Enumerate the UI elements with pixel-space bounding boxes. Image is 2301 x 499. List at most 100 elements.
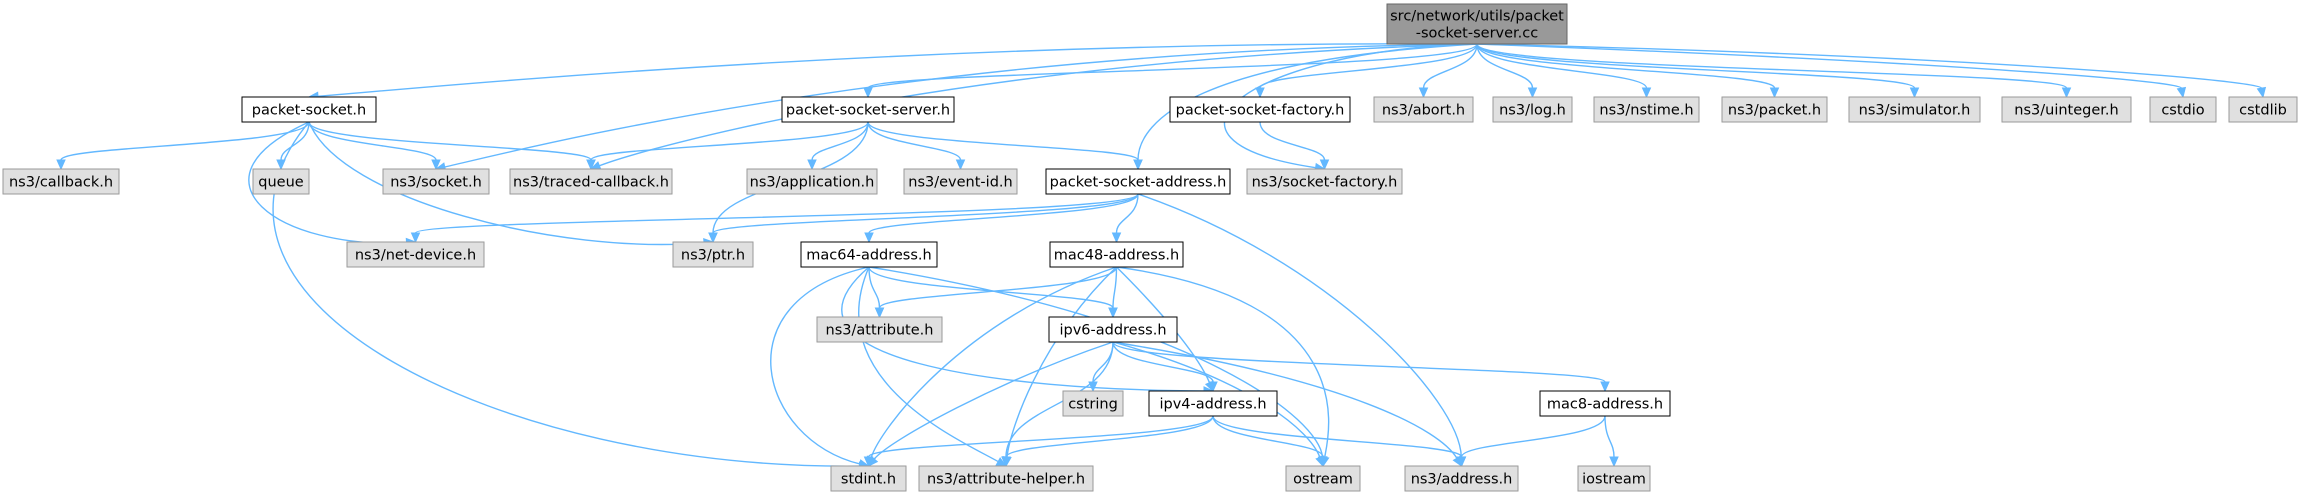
node-label: ns3/attribute-helper.h <box>927 472 1085 488</box>
edge-arrowhead <box>864 232 874 244</box>
edge-root-to-uinteger <box>1476 43 2072 99</box>
node-box <box>1386 3 1568 45</box>
node-label: queue <box>258 175 304 191</box>
edge-root-to-pssh <box>863 43 1478 99</box>
node-box <box>1721 96 1828 123</box>
node-label: ns3/socket-factory.h <box>1252 175 1398 191</box>
edge-line <box>1476 43 1916 89</box>
edge-arrowhead <box>1111 232 1122 244</box>
node-label: cstdlib <box>2239 103 2287 119</box>
node-pssh[interactable]: packet-socket-server.h <box>781 96 955 123</box>
edge-line <box>868 266 1324 458</box>
node-psfh[interactable]: packet-socket-factory.h <box>1169 96 1351 123</box>
edge-arrowhead <box>863 456 874 468</box>
node-ostream: ostream <box>1285 465 1361 492</box>
node-traced: ns3/traced-callback.h <box>509 168 673 195</box>
edge-arrowhead <box>1001 456 1011 468</box>
node-uinteger: ns3/uinteger.h <box>2001 96 2132 123</box>
edge-root-to-abort <box>1418 43 1478 99</box>
node-box <box>746 168 878 195</box>
node-label: -socket-server.cc <box>1416 26 1538 42</box>
edge-line <box>867 121 1139 161</box>
node-label: ns3/address.h <box>1411 472 1513 488</box>
node-eventid: ns3/event-id.h <box>903 168 1018 195</box>
edge-psh-to-traced <box>308 121 596 171</box>
edge-line <box>1116 266 1330 458</box>
node-label: ns3/nstime.h <box>1599 103 1693 119</box>
edge-mac48-to-attribute <box>874 266 1118 319</box>
edge-line <box>1422 43 1478 89</box>
edge-arrowhead <box>1909 87 1920 99</box>
edge-mac8-to-address <box>1456 415 1606 468</box>
edge-line <box>1112 341 1458 459</box>
edge-arrowhead <box>1527 87 1538 99</box>
edge-line <box>1005 341 1114 458</box>
edge-ipv4-to-stdint <box>863 415 1214 468</box>
node-box <box>1404 465 1519 492</box>
node-box <box>2149 96 2217 123</box>
node-box <box>672 241 754 268</box>
edge-root-to-cstdlib <box>1476 43 2267 99</box>
edge-line <box>280 121 310 161</box>
edge-arrowhead <box>1108 307 1118 319</box>
edge-psh-to-callback <box>56 121 310 171</box>
edge-line <box>858 266 999 463</box>
edge-arrowhead <box>955 159 966 171</box>
node-label: ipv6-address.h <box>1059 323 1166 339</box>
edge-line <box>1112 266 1118 309</box>
edge-line <box>414 193 1139 234</box>
node-label: packet-socket-server.h <box>786 103 950 119</box>
node-box <box>1593 96 1700 123</box>
edge-line <box>308 121 592 161</box>
node-box <box>1285 465 1361 492</box>
node-ipv6[interactable]: ipv6-address.h <box>1048 316 1178 343</box>
node-box <box>1539 390 1671 417</box>
edge-arrowhead <box>1208 381 1218 393</box>
node-box <box>1062 390 1124 417</box>
edge-line <box>308 121 437 161</box>
edge-line <box>590 121 869 161</box>
node-ipv4[interactable]: ipv4-address.h <box>1148 390 1278 417</box>
node-label: ns3/traced-callback.h <box>513 175 669 191</box>
edge-arrowhead <box>431 159 441 171</box>
node-psah[interactable]: packet-socket-address.h <box>1045 168 1231 195</box>
edge-line <box>1112 341 1606 383</box>
node-box <box>918 465 1094 492</box>
node-mac64[interactable]: mac64-address.h <box>800 241 938 268</box>
node-box <box>346 241 485 268</box>
edge-arrowhead <box>2256 86 2267 99</box>
node-label: ns3/uinteger.h <box>2014 103 2118 119</box>
node-cstdio: cstdio <box>2149 96 2217 123</box>
edge-arrowhead <box>1318 456 1328 468</box>
node-label: packet-socket-factory.h <box>1176 103 1345 119</box>
node-mac48[interactable]: mac48-address.h <box>1049 241 1184 268</box>
node-box <box>382 168 490 195</box>
edge-line <box>248 121 407 244</box>
node-box <box>800 241 938 268</box>
edge-line <box>1006 266 1117 458</box>
node-iostream: iostream <box>1577 465 1651 492</box>
node-box <box>2 168 120 195</box>
node-mac8[interactable]: mac8-address.h <box>1539 390 1671 417</box>
edge-line <box>1115 193 1139 234</box>
edge-line <box>1212 415 1463 458</box>
node-cstdlib: cstdlib <box>2228 96 2298 123</box>
edge-line <box>444 43 1478 168</box>
edge-psh-to-socket <box>308 121 441 171</box>
edge-mac64-to-stdint <box>770 266 870 469</box>
node-label: ns3/socket.h <box>390 175 482 191</box>
edge-psfh-to-sockfactory <box>1259 121 1330 171</box>
edge-line <box>811 121 869 161</box>
node-box <box>1169 96 1351 123</box>
node-psh[interactable]: packet-socket.h <box>241 96 377 123</box>
edge-line <box>868 266 881 309</box>
node-box <box>241 96 377 123</box>
edge-line <box>272 121 860 467</box>
node-label: ostream <box>1293 472 1353 488</box>
edge-line <box>1259 121 1326 161</box>
edge-arrowhead <box>874 307 885 319</box>
node-label: ns3/simulator.h <box>1859 103 1971 119</box>
edge-line <box>868 193 1139 234</box>
node-address: ns3/address.h <box>1404 465 1519 492</box>
